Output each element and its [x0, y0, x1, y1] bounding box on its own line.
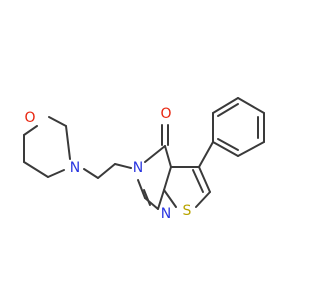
bond	[157, 189, 165, 210]
bond	[137, 179, 146, 199]
bond	[65, 125, 71, 160]
bond	[144, 197, 159, 210]
bond	[192, 169, 204, 193]
bond	[47, 169, 65, 178]
bond	[163, 189, 177, 208]
bond	[195, 191, 211, 208]
ring-nitrogen-1-label: N	[161, 206, 171, 222]
morpholine-nitrogen-label: N	[70, 160, 80, 176]
molecule-structure: O O N N N S	[23, 97, 265, 222]
ring-nitrogen-3-label: N	[133, 160, 143, 176]
bond	[212, 97, 239, 114]
bond	[144, 145, 166, 163]
bond	[237, 97, 265, 114]
bond	[237, 141, 265, 157]
bond	[48, 116, 67, 127]
thiophene-sulfur-label: S	[183, 203, 192, 219]
bonds	[23, 97, 265, 210]
bond	[217, 138, 239, 151]
bond	[198, 141, 214, 168]
bond	[23, 161, 49, 178]
bond	[164, 145, 172, 168]
bond	[217, 103, 239, 117]
bond	[163, 166, 172, 191]
morpholine-oxygen-label: O	[24, 110, 35, 126]
bond	[114, 163, 132, 169]
atom-labels: O O N N N S	[24, 106, 191, 222]
bond	[212, 141, 239, 157]
bond	[97, 163, 116, 179]
bond	[83, 168, 99, 179]
bond	[23, 125, 38, 136]
bond	[198, 166, 211, 193]
carbonyl-oxygen-label: O	[160, 106, 171, 122]
